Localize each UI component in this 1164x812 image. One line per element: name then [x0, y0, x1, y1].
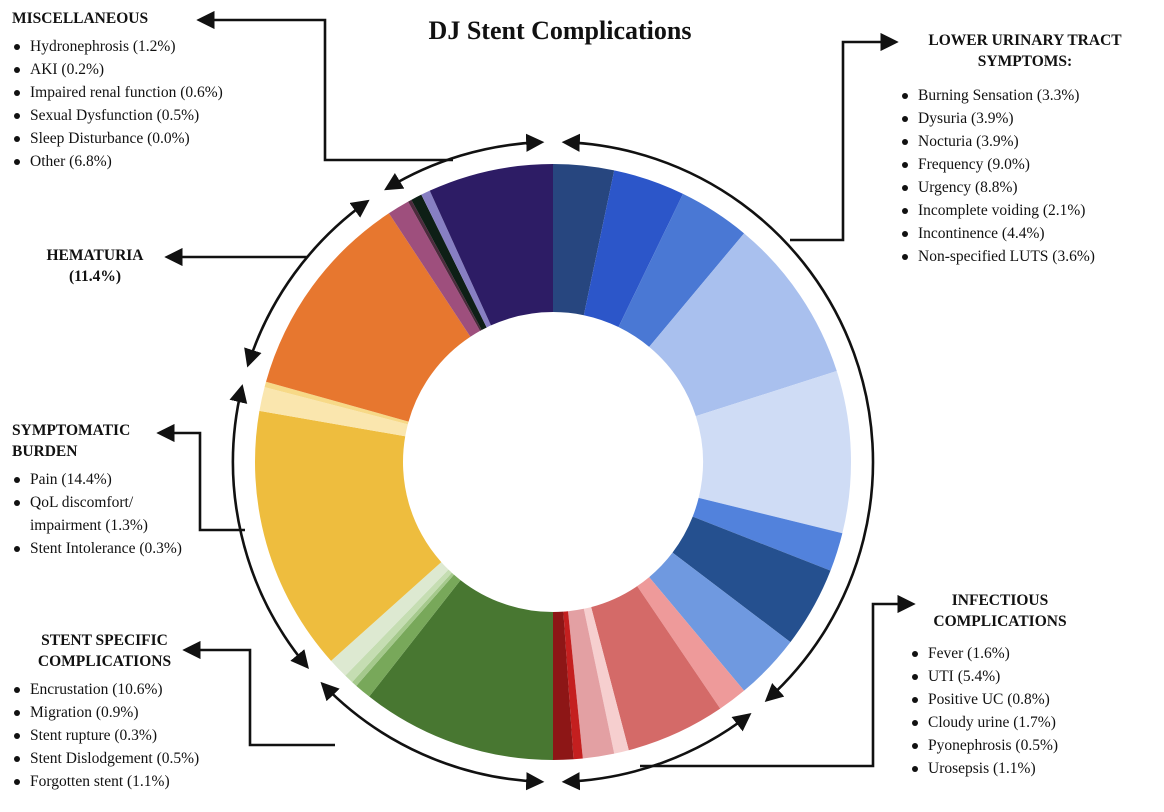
infectious-item-positive-uc: Positive UC (0.8%) [910, 688, 1160, 711]
connector-stent [182, 640, 335, 747]
hematuria-heading: HEMATURIA [46, 247, 144, 264]
connector-lines [156, 10, 916, 768]
infectious-item-urosepsis: Urosepsis (1.1%) [910, 757, 1160, 780]
stent-item-migration: Migration (0.9%) [12, 701, 252, 724]
label-group-symptomatic: SYMPTOMATIC BURDEN Pain (14.4%) QoL disc… [12, 420, 182, 560]
label-group-hematuria: HEMATURIA (11.4%) [30, 245, 160, 287]
symptomatic-heading: SYMPTOMATIC BURDEN [12, 422, 131, 460]
luts-item-frequency: Frequency (9.0%) [900, 153, 1155, 176]
slice-hydronephrosis [388, 201, 481, 337]
misc-item-impaired-renal-function: Impaired renal function (0.6%) [12, 81, 272, 104]
misc-item-hydronephrosis: Hydronephrosis (1.2%) [12, 35, 272, 58]
donut-slices [255, 164, 851, 760]
label-group-luts: LOWER URINARY TRACT SYMPTOMS: Burning Se… [900, 30, 1155, 268]
slice-impaired-renal-function [411, 194, 487, 331]
connector-symptomatic [156, 423, 245, 532]
misc-item-other: Other (6.8%) [12, 150, 272, 173]
symptomatic-item-pain: Pain (14.4%) [12, 468, 182, 491]
group-bracket-arcs [229, 133, 875, 791]
bracket-arc-miscellaneous [384, 133, 545, 191]
stent-item-stent-rupture: Stent rupture (0.3%) [12, 724, 252, 747]
connector-misc [196, 10, 453, 162]
slice-stent-dislodgement [345, 569, 452, 683]
luts-item-dysuria: Dysuria (3.9%) [900, 107, 1155, 130]
bracket-arc-hematuria [244, 199, 370, 368]
slice-migration [356, 574, 461, 697]
label-group-infectious: INFECTIOUS COMPLICATIONS Fever (1.6%) UT… [910, 590, 1160, 780]
infectious-item-uti: UTI (5.4%) [910, 665, 1160, 688]
infectious-item-fever: Fever (1.6%) [910, 642, 1160, 665]
label-group-stent: STENT SPECIFIC COMPLICATIONS Encrustatio… [12, 630, 252, 793]
slice-aki [408, 199, 482, 331]
luts-item-urgency: Urgency (8.8%) [900, 176, 1155, 199]
symptomatic-item-stent-intolerance: Stent Intolerance (0.3%) [12, 537, 182, 560]
label-group-misc: MISCELLANEOUS Hydronephrosis (1.2%) AKI … [12, 8, 272, 173]
infectious-item-cloudy-urine: Cloudy urine (1.7%) [910, 711, 1160, 734]
bracket-arc-lower-urinary-tract-symptoms [561, 133, 875, 702]
chart-title: DJ Stent Complications [428, 16, 692, 45]
luts-item-incomplete-voiding: Incomplete voiding (2.1%) [900, 199, 1155, 222]
infectious-item-pyonephrosis: Pyonephrosis (0.5%) [910, 734, 1160, 757]
connector-infectious [640, 594, 916, 768]
slice-forgotten-stent [331, 562, 449, 676]
stent-item-stent-dislodgement: Stent Dislodgement (0.5%) [12, 747, 252, 770]
misc-item-sleep-disturbance: Sleep Disturbance (0.0%) [12, 127, 272, 150]
luts-item-nocturia: Nocturia (3.9%) [900, 130, 1155, 153]
stent-item-encrustation: Encrustation (10.6%) [12, 678, 252, 701]
misc-item-aki: AKI (0.2%) [12, 58, 272, 81]
luts-item-incontinence: Incontinence (4.4%) [900, 222, 1155, 245]
luts-heading: LOWER URINARY TRACT SYMPTOMS: [928, 32, 1122, 70]
stent-heading: STENT SPECIFIC COMPLICATIONS [37, 632, 172, 670]
bracket-arc-stent-specific-complications [320, 681, 545, 791]
symptomatic-item-qol: QoL discomfort/ impairment (1.3%) [12, 491, 182, 537]
luts-item-burning-sensation: Burning Sensation (3.3%) [900, 84, 1155, 107]
bracket-arc-symptomatic-burden [229, 384, 309, 670]
luts-item-non-specified-luts: Non-specified LUTS (3.6%) [900, 245, 1155, 268]
stent-item-forgotten-stent: Forgotten stent (1.1%) [12, 770, 252, 793]
connector-luts [790, 32, 899, 242]
slice-sexual-dysfunction [421, 190, 491, 328]
infectious-heading: INFECTIOUS COMPLICATIONS [933, 592, 1067, 630]
hematuria-value: (11.4%) [68, 268, 122, 285]
bracket-arc-infectious-complications [561, 713, 752, 791]
misc-heading: MISCELLANEOUS [12, 10, 149, 27]
misc-item-sexual-dysfunction: Sexual Dysfunction (0.5%) [12, 104, 272, 127]
slice-other [429, 164, 553, 326]
slice-stent-rupture [352, 572, 454, 686]
